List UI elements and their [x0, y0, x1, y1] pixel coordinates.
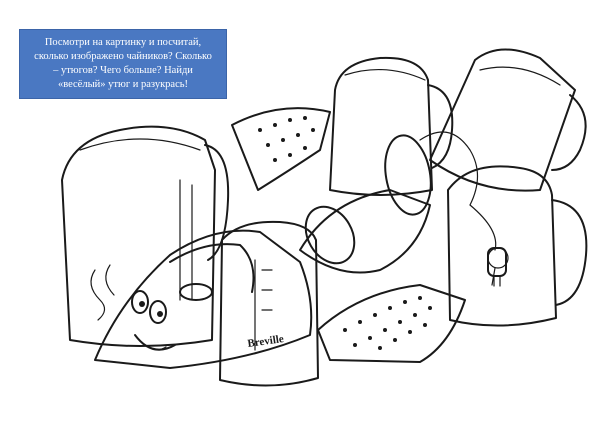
- instruction-line-2: сколько изображено чайников? Сколько: [34, 51, 212, 62]
- kettle-bottom-center: [219, 220, 319, 387]
- kettle-left: [61, 125, 230, 347]
- iron-bottom-right: [317, 284, 466, 363]
- iron-brand-label: Breville: [247, 333, 285, 350]
- iron-top: [231, 107, 331, 191]
- happy-iron: Breville: [94, 229, 313, 369]
- iron-center: [299, 131, 479, 274]
- kettle-right: [447, 165, 588, 327]
- instruction-line-4: «весёлый» утюг и разукрась!: [57, 79, 189, 90]
- instruction-line-1: Посмотри на картинку и посчитай,: [44, 37, 202, 48]
- cord-and-plug: [469, 204, 507, 287]
- kettle-top-right: [429, 48, 587, 192]
- kettle-top-middle: [329, 56, 454, 196]
- instruction-box: Посмотри на картинку и посчитай, сколько…: [19, 29, 227, 99]
- instruction-line-3: – утюгов? Чего больше? Найди: [53, 65, 193, 76]
